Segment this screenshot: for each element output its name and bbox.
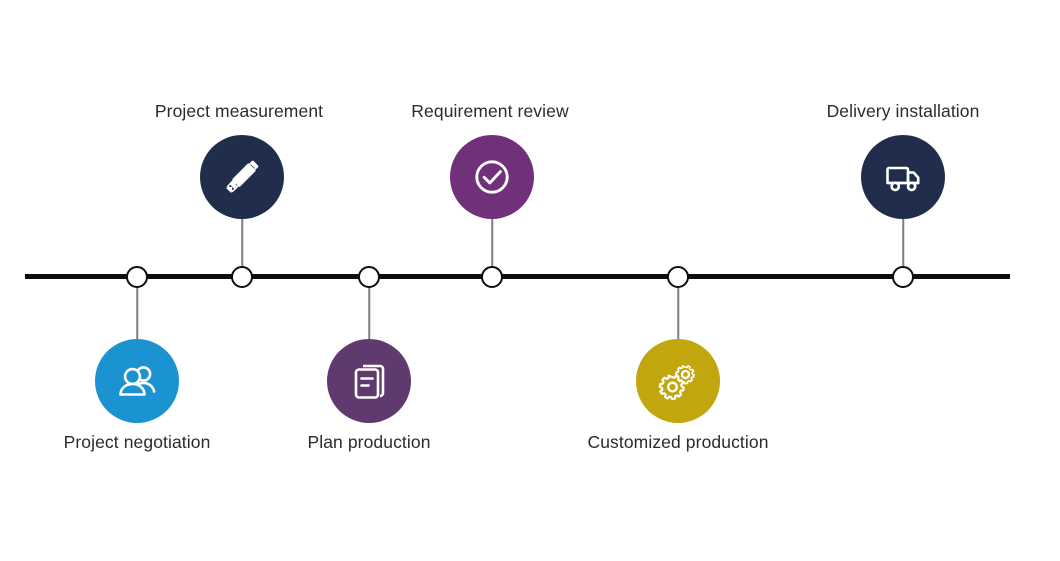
connector-step-5	[677, 288, 679, 339]
connector-step-2	[241, 219, 243, 267]
pencil-ruler-icon	[218, 153, 266, 201]
caption-step-6: Delivery installation	[826, 101, 980, 121]
document-stack-icon	[346, 358, 392, 404]
connector-step-3	[368, 288, 370, 339]
timeline-node-step-4[interactable]	[481, 266, 503, 288]
timeline-node-step-6[interactable]	[892, 266, 914, 288]
icon-bubble-step-4[interactable]	[450, 135, 534, 219]
check-circle-icon	[468, 153, 516, 201]
users-icon	[113, 357, 161, 405]
caption-step-5: Customized production	[587, 432, 769, 452]
caption-step-4: Requirement review	[411, 101, 569, 121]
connector-step-1	[136, 288, 138, 339]
caption-step-1: Project negotiation	[63, 432, 211, 452]
icon-bubble-step-6[interactable]	[861, 135, 945, 219]
icon-bubble-step-3[interactable]	[327, 339, 411, 423]
connector-step-4	[491, 219, 493, 267]
caption-step-2: Project measurement	[154, 101, 324, 121]
icon-bubble-step-1[interactable]	[95, 339, 179, 423]
timeline-node-step-1[interactable]	[126, 266, 148, 288]
timeline-node-step-5[interactable]	[667, 266, 689, 288]
icon-bubble-step-5[interactable]	[636, 339, 720, 423]
icon-bubble-step-2[interactable]	[200, 135, 284, 219]
connector-step-6	[902, 219, 904, 267]
timeline-node-step-2[interactable]	[231, 266, 253, 288]
truck-icon	[879, 153, 927, 201]
timeline-axis	[25, 274, 1010, 279]
caption-step-3: Plan production	[307, 432, 431, 452]
gears-icon	[654, 357, 702, 405]
timeline-node-step-3[interactable]	[358, 266, 380, 288]
